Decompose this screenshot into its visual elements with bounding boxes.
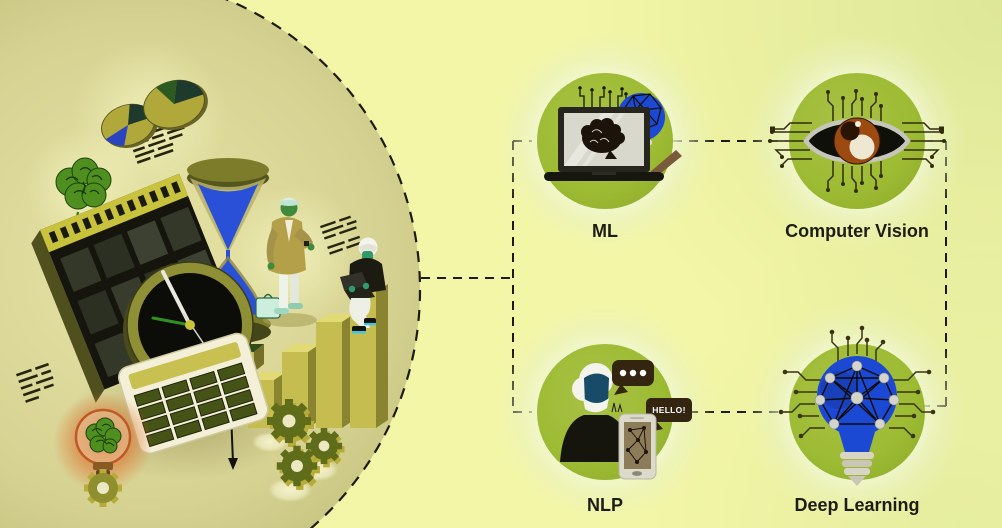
pie-chart-icon [101,79,208,149]
deep-learning-icon [778,325,936,486]
report-lines-icon [16,362,54,403]
person-sitting-laptop-icon [340,237,386,334]
computer-vision-label: Computer Vision [785,221,929,241]
nlp-label: NLP [587,495,623,515]
node-nlp: HELLO! NLP [495,302,715,522]
ml-label: ML [592,221,618,241]
node-ml: ML [495,31,715,251]
businessman-standing-icon [255,197,317,327]
illustration-circle-border [224,0,422,528]
report-lines-icon [320,215,363,255]
illustration-circle [0,0,422,528]
hello-bubble-text: HELLO! [652,405,685,415]
lightbulb-brain-icon [53,392,153,507]
deep-learning-label: Deep Learning [794,495,919,515]
gears-icon [252,399,345,502]
ml-icon [544,86,682,181]
nlp-icon: HELLO! [560,360,692,480]
node-deep-learning: Deep Learning [747,302,967,522]
node-computer-vision: Computer Vision [747,31,967,251]
computer-vision-icon [768,89,946,193]
